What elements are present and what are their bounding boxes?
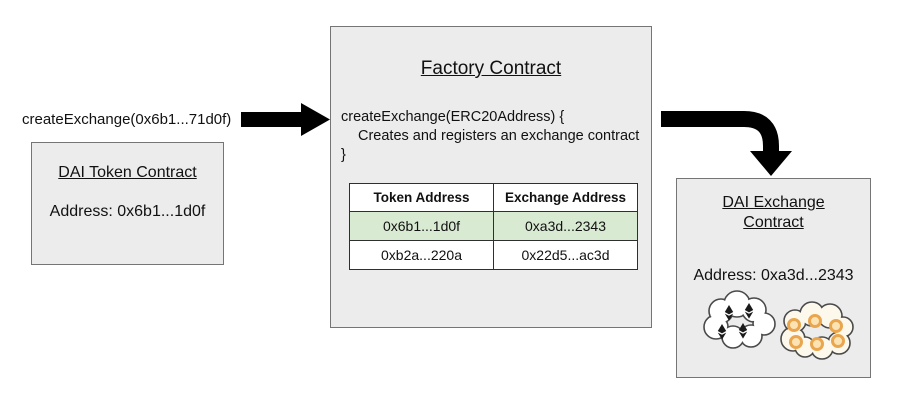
dai-token-contract-address: Address: 0x6b1...1d0f bbox=[49, 203, 206, 220]
table-header-row: Token Address Exchange Address bbox=[349, 183, 638, 212]
table-row-dai: 0x6b1...1d0f 0xa3d...2343 bbox=[349, 211, 638, 241]
dai-token-contract-title: DAI Token Contract bbox=[58, 164, 197, 181]
dai-exchange-title-line2: Contract bbox=[743, 214, 804, 231]
code-line-1: createExchange(ERC20Address) { bbox=[341, 109, 565, 125]
table-cell-token-address: 0x6b1...1d0f bbox=[349, 211, 494, 241]
table-row-other: 0xb2a...220a 0x22d5...ac3d bbox=[349, 240, 638, 270]
dai-token-contract-box: DAI Token Contract Address: 0x6b1...1d0f bbox=[31, 142, 224, 265]
dai-exchange-contract-address: Address: 0xa3d...2343 bbox=[693, 267, 854, 284]
code-line-2: Creates and registers an exchange contra… bbox=[358, 128, 640, 144]
registry-table: Token Address Exchange Address 0x6b1...1… bbox=[349, 183, 638, 270]
dai-exchange-title-line1: DAI Exchange bbox=[722, 194, 825, 211]
dai-exchange-contract-title: DAI Exchange Contract bbox=[677, 193, 870, 233]
table-header-exchange-address: Exchange Address bbox=[493, 183, 638, 212]
arrow-right-icon bbox=[241, 103, 330, 136]
factory-contract-box: Factory Contract createExchange(ERC20Add… bbox=[330, 26, 652, 328]
table-cell-exchange-address: 0xa3d...2343 bbox=[493, 211, 638, 241]
create-exchange-call-label: createExchange(0x6b1...71d0f) bbox=[22, 111, 232, 128]
table-cell-exchange-address: 0x22d5...ac3d bbox=[493, 240, 638, 270]
factory-contract-title: Factory Contract bbox=[420, 58, 562, 79]
table-header-token-address: Token Address bbox=[349, 183, 494, 212]
arrow-elbow-icon bbox=[661, 111, 792, 176]
create-exchange-code-block: createExchange(ERC20Address) { Creates a… bbox=[341, 108, 639, 165]
dai-exchange-contract-box: DAI Exchange Contract Address: 0xa3d...2… bbox=[676, 178, 871, 378]
code-line-3: } bbox=[341, 147, 346, 163]
table-cell-token-address: 0xb2a...220a bbox=[349, 240, 494, 270]
